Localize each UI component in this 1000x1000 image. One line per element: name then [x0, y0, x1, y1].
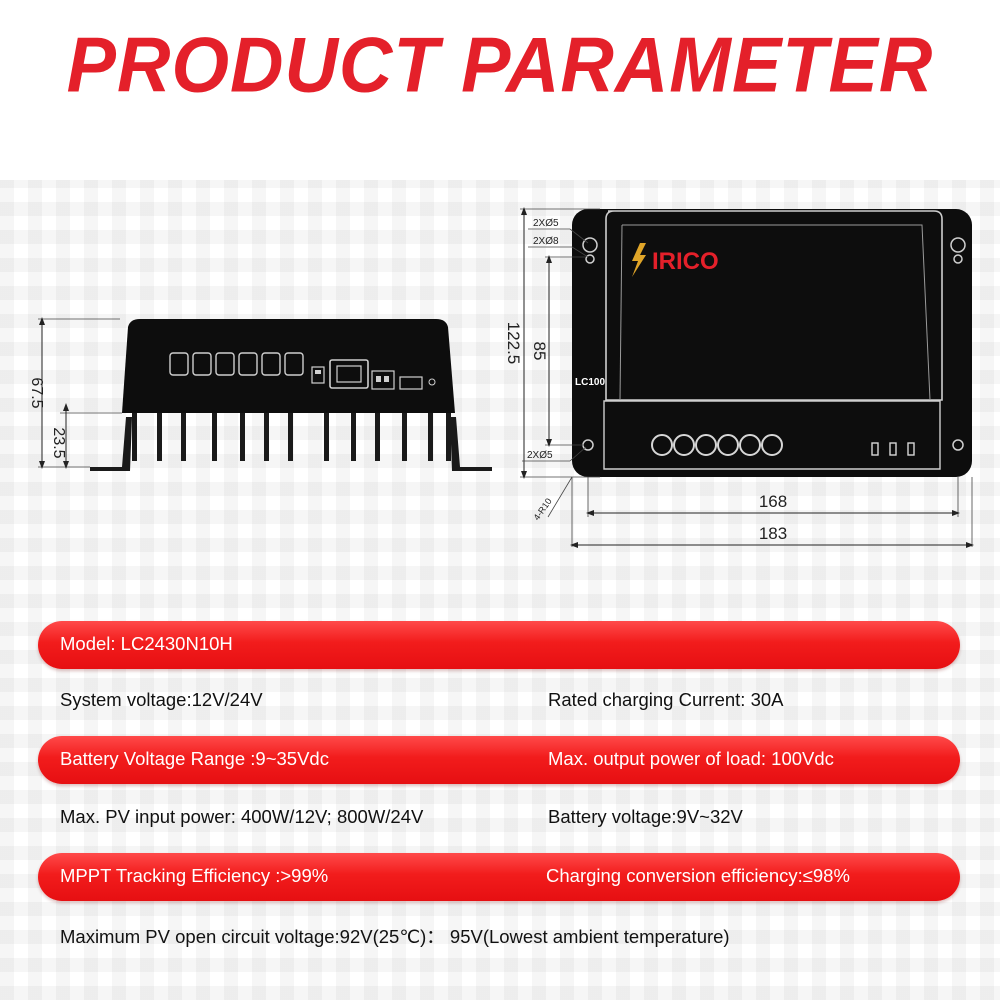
page-title: PRODUCT PARAMETER [66, 20, 934, 109]
spec-rated-current: Rated charging Current: 30A [548, 689, 784, 710]
model-label: LC100 [575, 377, 605, 388]
spec-row-3: Battery Voltage Range :9~35Vdc Max. outp… [0, 736, 1000, 784]
dim-width-outer: 183 [759, 524, 787, 543]
dim-height-front: 122.5 [504, 322, 523, 365]
spec-row-model: Model: LC2430N10H [0, 621, 1000, 669]
front-view [520, 207, 974, 548]
dim-corner-radius: 4-R10 [531, 496, 553, 522]
spec-mppt: MPPT Tracking Efficiency :>99% [60, 865, 329, 886]
dim-hole-a: 2XØ5 [533, 218, 559, 229]
dim-hole-spacing: 85 [530, 342, 549, 361]
dimension-drawing: 67.5 23.5 [28, 207, 974, 548]
spec-system-voltage: System voltage:12V/24V [60, 689, 263, 710]
dim-height-foot: 23.5 [50, 427, 67, 458]
spec-model: Model: LC2430N10H [60, 633, 233, 654]
spec-row-2: System voltage:12V/24V Rated charging Cu… [0, 677, 1000, 725]
spec-pv-power: Max. PV input power: 400W/12V; 800W/24V [60, 806, 424, 827]
spec-max-load: Max. output power of load: 100Vdc [548, 748, 834, 769]
spec-battery-voltage: Battery voltage:9V~32V [548, 806, 743, 827]
side-view [38, 317, 492, 471]
red-band [38, 736, 960, 784]
dim-height-total: 67.5 [28, 377, 45, 408]
spec-battery-range: Battery Voltage Range :9~35Vdc [60, 748, 329, 769]
spec-row-6: Maximum PV open circuit voltage:92V(25℃)… [0, 911, 1000, 959]
red-band [38, 621, 960, 669]
spec-row-4: Max. PV input power: 400W/12V; 800W/24V … [0, 794, 1000, 842]
dim-hole-b: 2XØ8 [533, 236, 559, 247]
spec-row-5: MPPT Tracking Efficiency :>99% Charging … [0, 853, 1000, 901]
red-band [38, 853, 960, 901]
spec-pv-open: Maximum PV open circuit voltage:92V(25℃)… [60, 926, 730, 947]
brand-logo-text: IRICO [652, 248, 719, 275]
dim-width-inner: 168 [759, 492, 787, 511]
dim-hole-c: 2XØ5 [527, 450, 553, 461]
spec-conversion: Charging conversion efficiency:≤98% [546, 865, 850, 886]
